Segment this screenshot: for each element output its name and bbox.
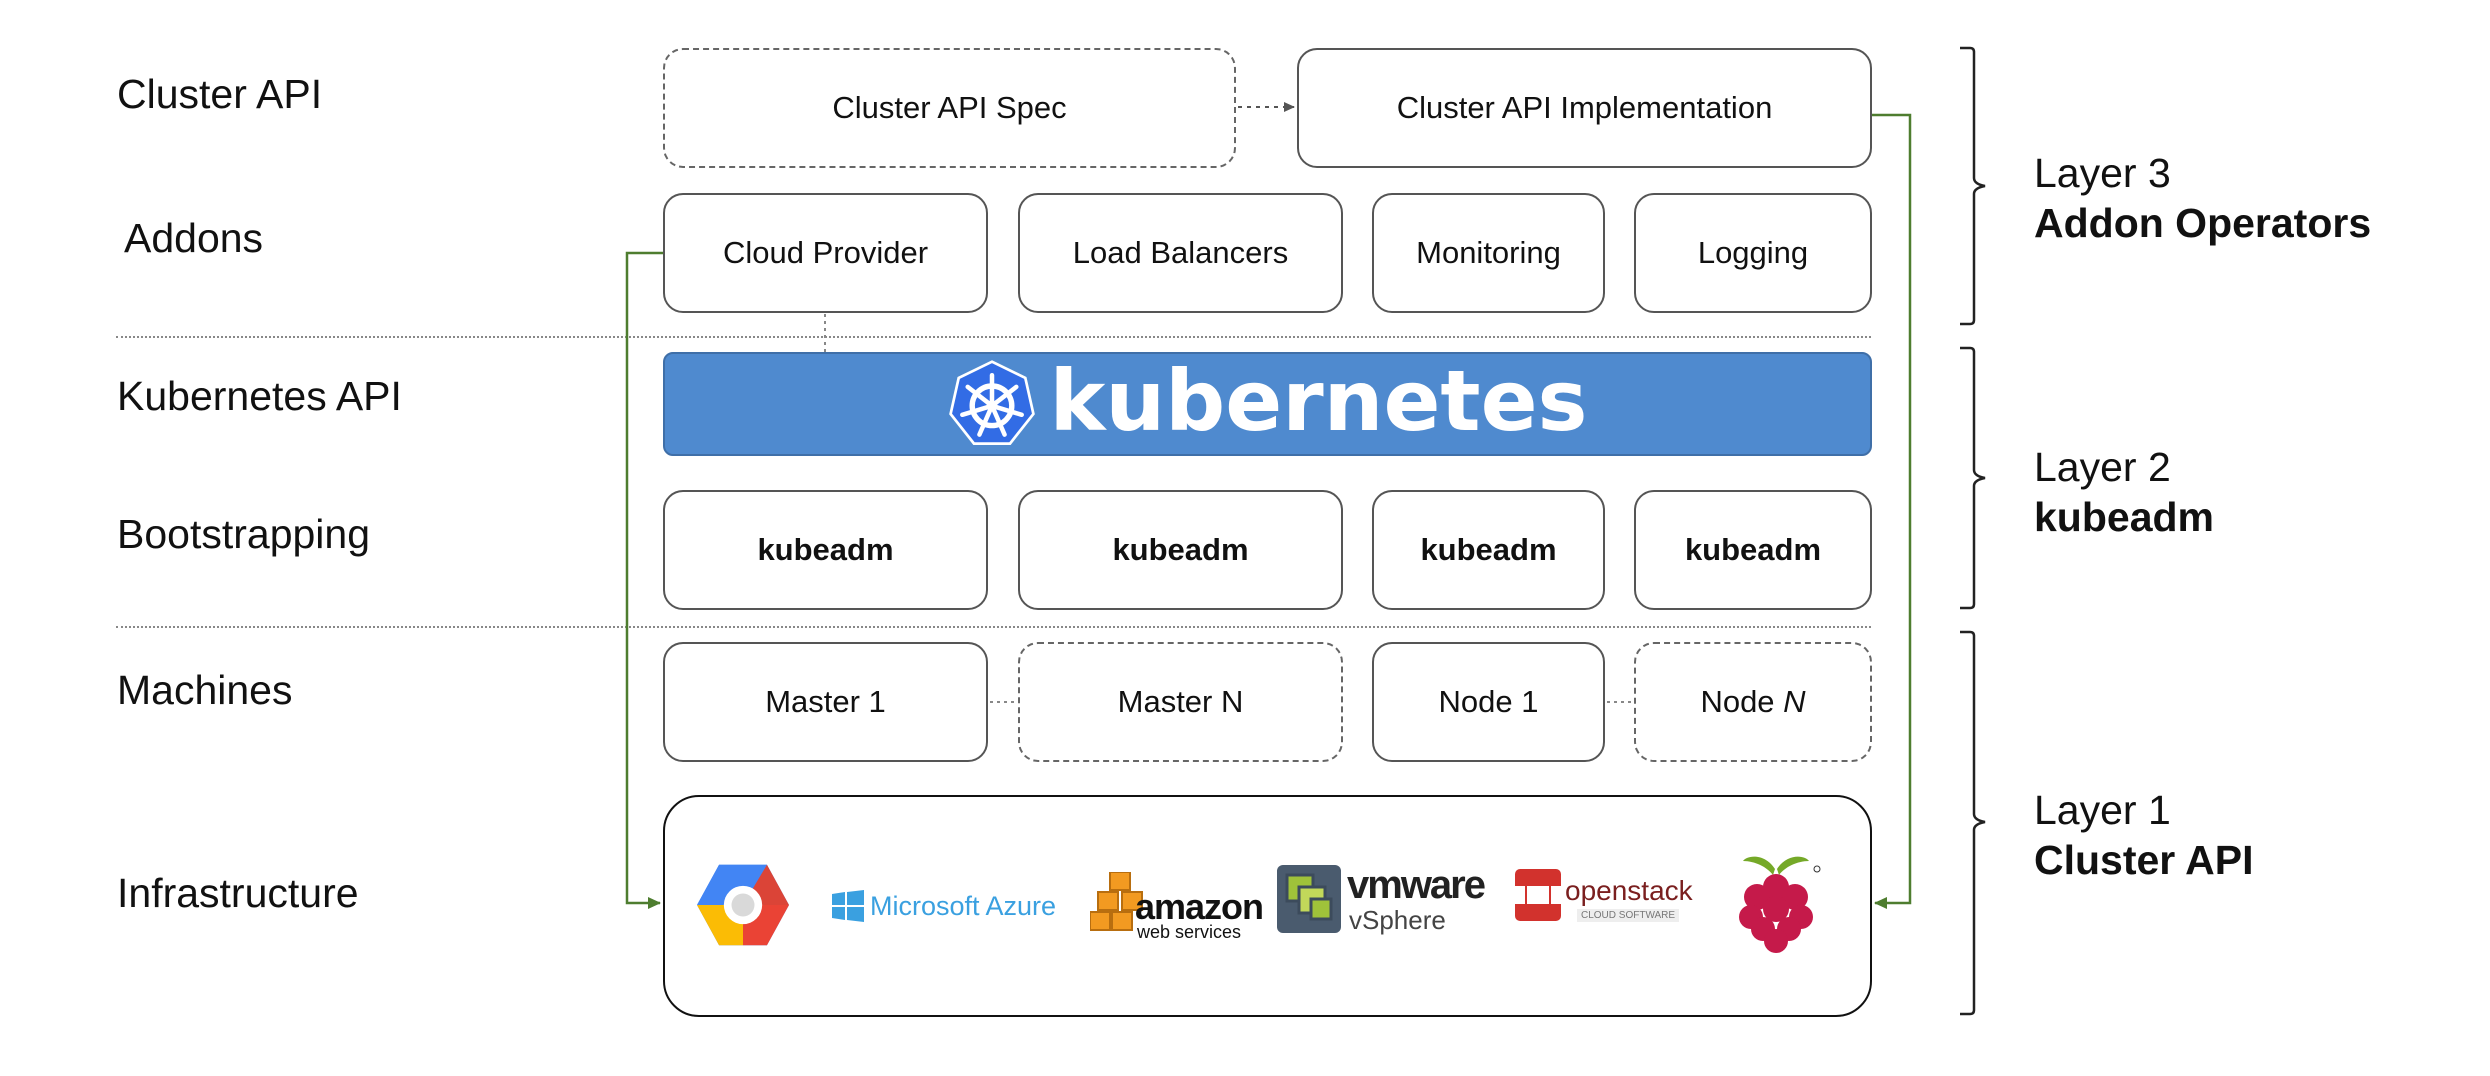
row-label-infrastructure: Infrastructure (117, 870, 359, 916)
layer-3-name: Addon Operators (2034, 200, 2372, 246)
aws-boxes-icon (1090, 872, 1143, 931)
kubeadm-box-1: kubeadm (663, 490, 988, 610)
divider-bootstrap-machines (116, 626, 1871, 628)
microsoft-azure-logo: Microsoft Azure (832, 890, 1056, 922)
openstack-logo: openstack CLOUD SOFTWARE (1515, 869, 1693, 933)
windows-icon (832, 890, 864, 922)
cluster-api-spec-box: Cluster API Spec (663, 48, 1236, 168)
openstack-wordmark: openstack (1565, 875, 1693, 906)
row-label-cluster-api: Cluster API (117, 71, 323, 117)
kubeadm-box-3: kubeadm (1372, 490, 1605, 610)
vmware-wordmark: vmware (1347, 863, 1486, 907)
cloud-provider-to-infrastructure-arrow (625, 251, 663, 909)
vsphere-wordmark: vSphere (1349, 905, 1446, 935)
row-label-addons: Addons (124, 215, 264, 261)
node-n-prefix: Node (1700, 684, 1784, 719)
raspberry-pi-logo-icon (1739, 856, 1821, 953)
openstack-icon (1515, 869, 1561, 921)
azure-wordmark: Microsoft Azure (870, 890, 1057, 921)
layer-1-label: Layer 1 Cluster API (2034, 785, 2253, 885)
kubernetes-wordmark: kubernetes (1049, 352, 1588, 450)
layer-2-label: Layer 2 kubeadm (2034, 442, 2214, 542)
kubeadm-box-4: kubeadm (1634, 490, 1872, 610)
vmware-vsphere-logo: vmware vSphere (1277, 863, 1497, 937)
divider-addons-kubernetes (116, 336, 1871, 338)
implementation-to-infrastructure-arrow (1872, 113, 1912, 909)
infrastructure-box: Microsoft Azure amazon web services vmwa… (663, 795, 1872, 1017)
node-n-italic-n: N (1783, 684, 1806, 719)
layer-1-title: Layer 1 (2034, 787, 2171, 833)
addon-monitoring-box: Monitoring (1372, 193, 1605, 313)
openstack-subtitle: CLOUD SOFTWARE (1577, 909, 1680, 922)
layer-3-title: Layer 3 (2034, 150, 2171, 196)
machine-master-n-box: Master N (1018, 642, 1343, 762)
cluster-api-implementation-box: Cluster API Implementation (1297, 48, 1872, 168)
aws-amazon-wordmark: amazon (1135, 886, 1264, 927)
google-cloud-logo-icon (697, 864, 789, 946)
layer-1-name: Cluster API (2034, 837, 2254, 883)
machine-master-1-box: Master 1 (663, 642, 988, 762)
addon-logging-box: Logging (1634, 193, 1872, 313)
row-label-kubernetes-api: Kubernetes API (117, 373, 402, 419)
kubeadm-box-2: kubeadm (1018, 490, 1343, 610)
layer-3-label: Layer 3 Addon Operators (2034, 148, 2371, 248)
layer-1-bracket (1960, 630, 1986, 1016)
machine-node-n-box: Node N (1634, 642, 1872, 762)
layer-2-bracket (1960, 346, 1986, 610)
row-label-machines: Machines (117, 667, 293, 713)
aws-webservices-wordmark: web services (1137, 922, 1242, 942)
aws-logo: amazon web services (1090, 872, 1264, 944)
layer-2-name: kubeadm (2034, 494, 2214, 540)
vsphere-icon (1277, 865, 1341, 933)
row-label-bootstrapping: Bootstrapping (117, 511, 371, 557)
layer-3-bracket (1960, 46, 1986, 326)
layer-2-title: Layer 2 (2034, 444, 2171, 490)
addon-load-balancers-box: Load Balancers (1018, 193, 1343, 313)
kubernetes-banner: kubernetes (663, 352, 1872, 456)
machine-node-1-box: Node 1 (1372, 642, 1605, 762)
kubernetes-helm-icon (949, 360, 1036, 445)
addon-cloud-provider-box: Cloud Provider (663, 193, 988, 313)
